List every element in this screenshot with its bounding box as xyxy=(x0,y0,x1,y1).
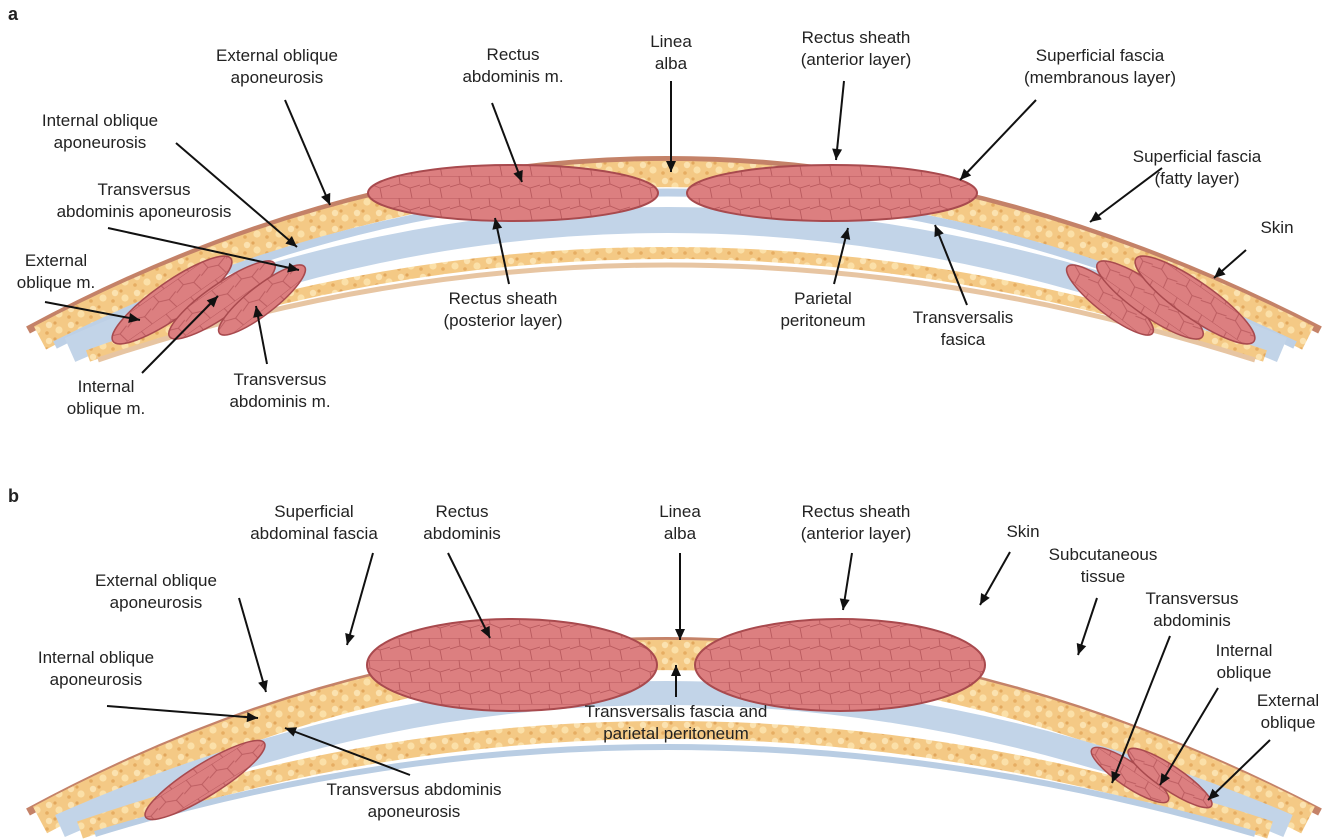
panel-b-leader-0 xyxy=(347,553,373,645)
panel-a-label-9: External oblique m. xyxy=(17,250,95,294)
panel-b-leader-9 xyxy=(107,706,258,718)
panel-a-label-6: Transversus abdominis aponeurosis xyxy=(57,179,232,223)
panel-b-arrowhead-3 xyxy=(840,598,850,610)
panel-a-label-2: Linea alba xyxy=(650,31,692,75)
panel-a-label-7: Superficial fascia (fatty layer) xyxy=(1133,146,1262,190)
panel-a-label-14: Transversus abdominis m. xyxy=(229,369,330,413)
panel-a-label-12: Transversalis fasica xyxy=(913,307,1013,351)
panel-b-label-0: Superficial abdominal fascia xyxy=(250,501,378,545)
panel-b-label-2: Linea alba xyxy=(659,501,701,545)
panel-b-leader-6 xyxy=(239,598,266,692)
panel-b-letter: b xyxy=(8,486,19,506)
panel-b-arrowhead-5 xyxy=(1077,643,1086,655)
panel-b-label-7: Transversus abdominis xyxy=(1146,588,1239,632)
panel-b-label-6: External oblique aponeurosis xyxy=(95,570,217,614)
panel-a-label-13: Internal oblique m. xyxy=(67,376,145,420)
panel-b-label-12: Transversus abdominis aponeurosis xyxy=(326,779,501,823)
panel-b-rectus-right xyxy=(695,619,985,711)
panel-b-label-4: Skin xyxy=(1006,521,1039,543)
panel-a-label-11: Parietal peritoneum xyxy=(780,288,865,332)
panel-b-label-8: Internal oblique xyxy=(1216,640,1273,684)
panel-a-leader-3 xyxy=(836,81,844,160)
panel-a-rectus-right xyxy=(687,165,977,221)
panel-b-label-5: Subcutaneous tissue xyxy=(1049,544,1158,588)
panel-a-label-4: Superficial fascia (membranous layer) xyxy=(1024,45,1176,89)
panel-a-letter: a xyxy=(8,4,18,24)
panel-b-label-3: Rectus sheath (anterior layer) xyxy=(801,501,912,545)
panel-b-label-1: Rectus abdominis xyxy=(423,501,501,545)
panel-a-label-10: Rectus sheath (posterior layer) xyxy=(443,288,562,332)
panel-a-label-1: Rectus abdominis m. xyxy=(462,44,563,88)
panel-a-label-3: Rectus sheath (anterior layer) xyxy=(801,27,912,71)
panel-a-arrowhead-7 xyxy=(1090,211,1102,222)
panel-b-label-11: Transversalis fascia and parietal perito… xyxy=(585,701,768,745)
panel-a-leader-4 xyxy=(960,100,1036,180)
panel-a-leader-0 xyxy=(285,100,330,205)
panel-a-label-0: External oblique aponeurosis xyxy=(216,45,338,89)
panel-b-label-10: External oblique xyxy=(1257,690,1319,734)
panel-b-label-9: Internal oblique aponeurosis xyxy=(38,647,154,691)
panel-a-rectus-left xyxy=(368,165,658,221)
panel-a-label-5: Internal oblique aponeurosis xyxy=(42,110,158,154)
panel-a-label-8: Skin xyxy=(1260,217,1293,239)
panel-b-rectus-left xyxy=(367,619,657,711)
